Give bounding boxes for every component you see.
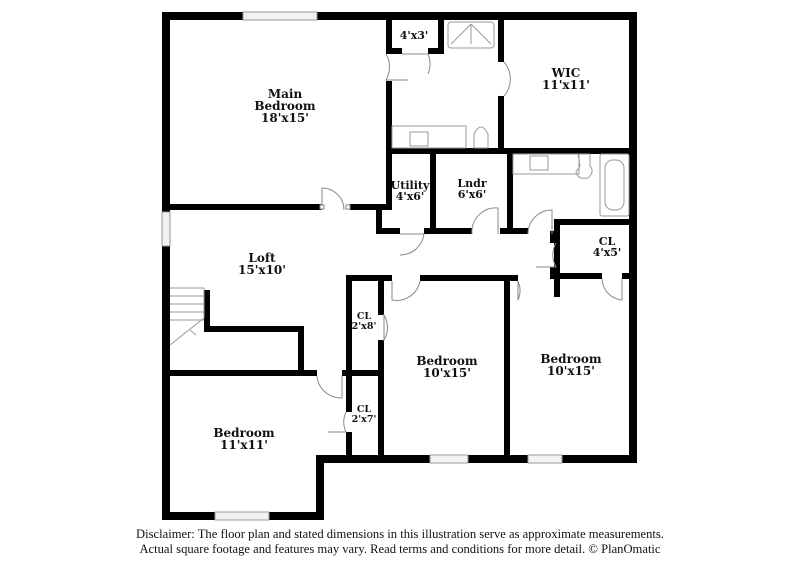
vanity-icon (391, 125, 467, 149)
door-bedroom-4 (517, 280, 521, 301)
room-label-main-bedroom: Main Bedroom 18'x15' (254, 87, 316, 125)
window-bedroom-3 (429, 454, 469, 464)
door-wic (503, 61, 511, 97)
window-main-bedroom (242, 11, 318, 21)
door-4x3 (402, 53, 431, 75)
door-bedroom-3 (391, 280, 421, 301)
door-bath (527, 209, 553, 235)
interior-walls (162, 12, 637, 462)
room-label-utility: Utility 4'x6' (390, 179, 430, 203)
sink-2-icon (529, 155, 549, 171)
vanity-2-icon (512, 153, 580, 175)
room-label-closet-2x8: CL 2'x8' (351, 311, 377, 332)
door-closet-b (328, 411, 347, 433)
room-label-bedroom-3: Bedroom 10'x15' (416, 354, 478, 380)
window-bedroom-4 (527, 454, 563, 464)
door-linen (536, 242, 557, 268)
room-label-laundry: Lndr 6'x6' (457, 177, 487, 201)
windows (161, 11, 563, 521)
room-label-bedroom-4: Bedroom 10'x15' (540, 352, 602, 378)
room-label-loft: Loft 15'x10' (238, 251, 286, 277)
door-laundry (471, 207, 499, 235)
sink-icon (409, 131, 429, 147)
room-label-closet-4x3: 4'x3' (399, 29, 429, 42)
stairs-icon (169, 287, 205, 346)
window-loft (161, 211, 171, 247)
disclaimer-line-2: Actual square footage and features may v… (139, 542, 661, 556)
door-bedroom-2 (316, 375, 343, 399)
door-utility (399, 233, 425, 256)
room-label-wic: WIC 11'x11' (542, 66, 590, 92)
door-main-bedroom (321, 187, 345, 211)
toilet-2-icon (575, 153, 593, 179)
window-bedroom-2 (214, 511, 270, 521)
doors (316, 53, 623, 433)
room-label-bedroom-2: Bedroom 11'x11' (213, 426, 275, 452)
toilet-icon (473, 126, 489, 149)
disclaimer: Disclaimer: The floor plan and stated di… (0, 527, 800, 557)
door-main-bath (385, 53, 408, 81)
fixtures (169, 21, 630, 346)
shower-icon (447, 21, 495, 49)
room-label-closet-4x5: CL 4'x5' (592, 235, 622, 259)
door-closet-b4 (601, 278, 623, 301)
door-closet-a (383, 313, 388, 342)
disclaimer-line-1: Disclaimer: The floor plan and stated di… (136, 527, 664, 541)
room-label-closet-2x7: CL 2'x7' (351, 404, 377, 425)
bathtub-icon (599, 153, 630, 217)
